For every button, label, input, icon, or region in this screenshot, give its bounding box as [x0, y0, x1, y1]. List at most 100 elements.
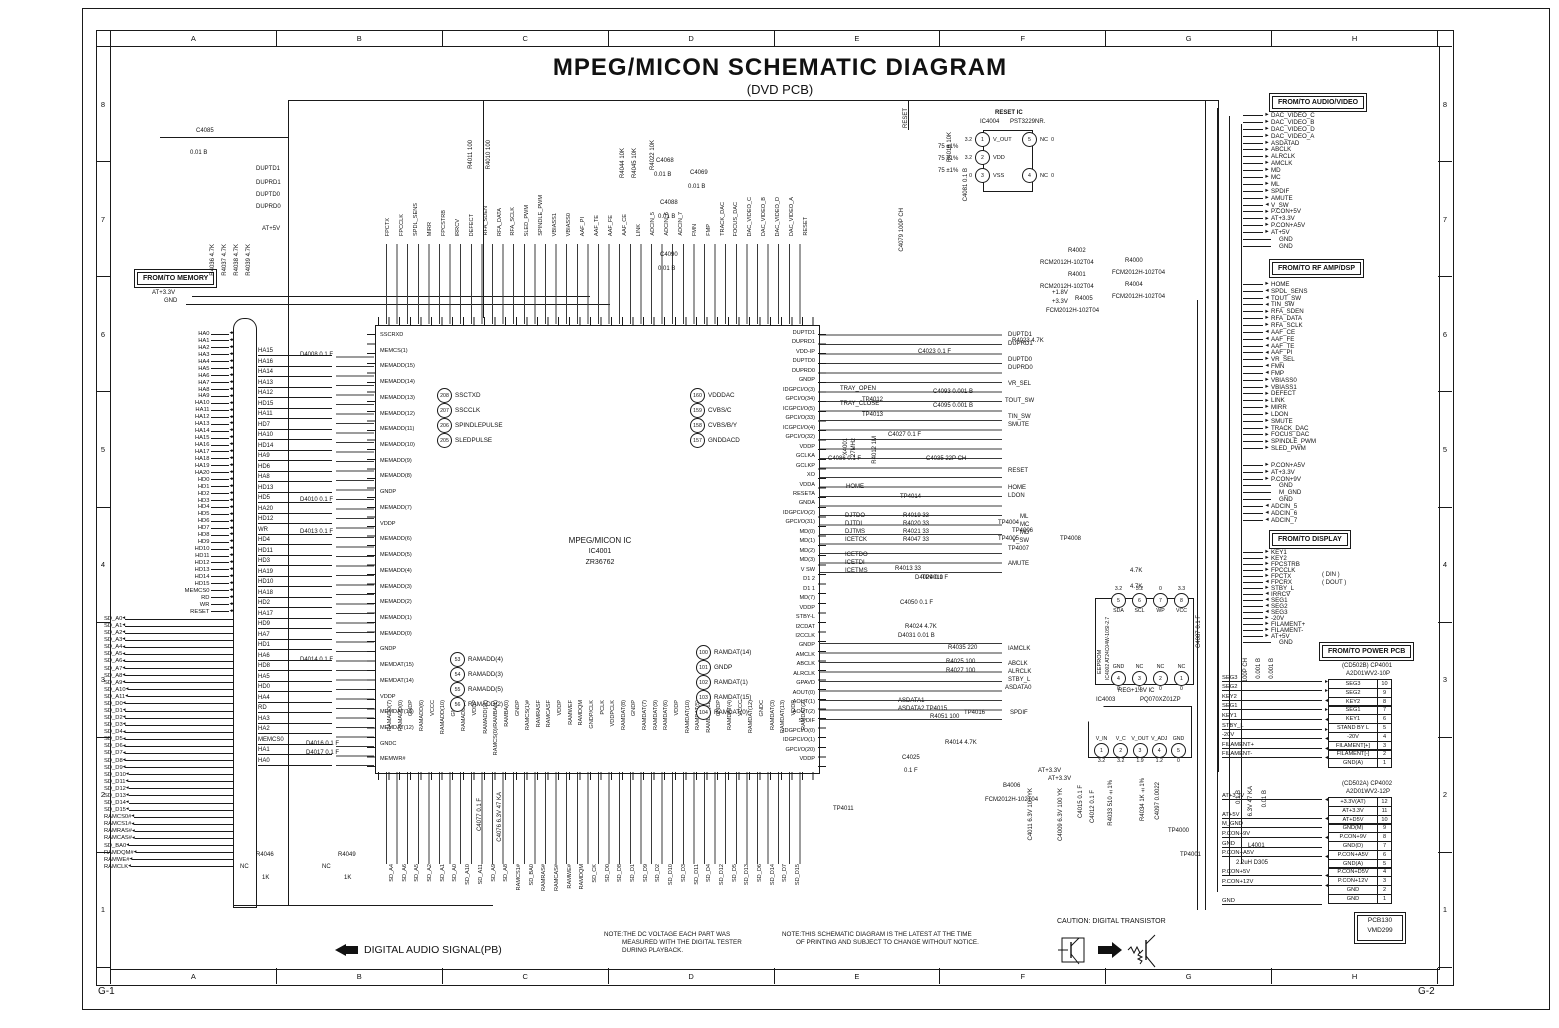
- signal-row: GND: [1243, 482, 1393, 489]
- part-label: RESET: [1008, 468, 1029, 474]
- wire: [233, 905, 493, 906]
- reset-ic-ref: IC4004: [980, 119, 1000, 125]
- part-label: TOUT_SW: [1005, 398, 1035, 404]
- pin-label: GNDP/CLK: [588, 700, 595, 729]
- signal-row: SD_D6◂: [104, 743, 233, 749]
- part-label: DUPRD0: [1008, 365, 1033, 371]
- net-label: SD_A4: [389, 864, 395, 882]
- signal-row: SMUTE: [1243, 418, 1393, 425]
- pin-label: MEMDAT(15): [380, 662, 414, 669]
- wire-label: KEY1: [1222, 710, 1328, 722]
- pin-number: 54: [450, 667, 465, 682]
- connector1-wires: SEG3SEG2KEY2SEG1KEY1STBY_L-20VFILAMENT+F…: [1222, 672, 1328, 761]
- signal-row: SPINDLE_PWM: [1243, 438, 1393, 445]
- part-label: D4031 0.01 B: [898, 633, 935, 639]
- signal-row: KEY2: [1243, 555, 1393, 562]
- pin-label: RAMADD(10): [440, 700, 447, 735]
- part-label: DJTDO: [845, 513, 865, 519]
- signal-row: HD5◂▸: [197, 510, 234, 518]
- net-label: HA14: [258, 369, 332, 377]
- net-label: SD_D14: [769, 864, 776, 886]
- signal-row: HOME: [1243, 281, 1393, 288]
- part-label: 0.01 B: [190, 150, 208, 156]
- part-label: RCM2012H-102T04: [1040, 260, 1094, 266]
- part-label: C4009 6.3V 100 YK: [1058, 788, 1064, 841]
- net-label: HA13: [258, 380, 332, 388]
- pcb-id-line2: VMD299: [1367, 927, 1393, 935]
- part-label: R4039 4.7K: [246, 244, 252, 276]
- part-label: DUPRD1: [1008, 341, 1033, 347]
- pin-label: RAMDAT(7): [642, 700, 648, 731]
- signal-row: AT+5V: [1243, 229, 1393, 236]
- part-label: 75 ±1%: [938, 168, 959, 174]
- pin-label: VDDP: [673, 700, 680, 716]
- signal-row: RD◂▸: [201, 593, 234, 601]
- pin-label: GPCI/O(34): [785, 396, 815, 403]
- signal-row: HA20◂▸: [194, 469, 234, 476]
- grid-letter: G: [1105, 30, 1271, 46]
- signal-row: HA5◂▸: [198, 364, 234, 372]
- signal-row: TOUT_SW: [1243, 295, 1393, 302]
- grid-number: 1: [96, 851, 110, 968]
- signal-row: SD_A4◂: [104, 644, 233, 650]
- pin-label: RAMRASF: [535, 700, 542, 728]
- audio-video-title: FROM/TO AUDIO/VIDEO: [1272, 96, 1365, 109]
- signal-row: GND: [1243, 236, 1393, 243]
- signal-row: ALRCLK: [1243, 153, 1393, 160]
- grid-number: 2: [1438, 736, 1452, 852]
- pin-label: RESET: [803, 217, 810, 236]
- pin-label: FPCTX: [385, 217, 391, 236]
- grid-letter: A: [110, 968, 276, 984]
- net-label: SD_D3: [680, 864, 687, 883]
- part-label: R4012 1M: [872, 436, 878, 464]
- signal-row: SD_D15◂: [104, 807, 233, 813]
- wire: [1241, 124, 1242, 864]
- part-label: R4014 4.7K: [945, 740, 977, 746]
- wire-label: AT+3.3V: [1222, 790, 1328, 802]
- pin-label: LINK: [635, 223, 642, 236]
- pin-label: ICGPCI/O(4): [782, 424, 815, 431]
- signal-row: STBY_L: [1243, 585, 1393, 592]
- grid-letter: C: [441, 30, 608, 46]
- signal-row: FPCTX: [1243, 573, 1393, 580]
- audio-video-signals: DAC_VIDEO_CDAC_VIDEO_BDAC_VIDEO_DDAC_VID…: [1243, 112, 1393, 250]
- pin-label: GNDC: [380, 740, 397, 747]
- connector2-ref: (CD502A) CP4002: [1342, 781, 1393, 787]
- pin-label: GNDP: [514, 700, 521, 717]
- part-label: C4068: [656, 158, 674, 164]
- pin-label: DAC_VIDEO_C: [747, 196, 754, 236]
- net-label: SD_BA0: [528, 864, 535, 886]
- signal-row: SEG1: [1243, 597, 1393, 604]
- rf-amp-title: FROM/TO RF AMP/DSP: [1272, 262, 1361, 275]
- part-label: AMUTE: [1008, 561, 1029, 567]
- signal-row: DAC_VIDEO_C: [1243, 112, 1393, 119]
- net-label: SD_D10: [668, 864, 675, 886]
- signal-row: SD_A10◂: [104, 687, 233, 693]
- part-label: D4029 0.1 F: [915, 575, 949, 581]
- net-label: HA10: [258, 432, 332, 440]
- part-label: R4045 10K: [632, 148, 638, 179]
- part-label: HOME: [846, 484, 864, 490]
- signal-row: IRRCV: [1243, 591, 1393, 598]
- memory-bus: [233, 318, 257, 908]
- wire-bundle: [386, 772, 810, 864]
- pin-label: MIRR: [426, 221, 433, 236]
- pin-label: GCLKA: [796, 453, 815, 460]
- pin-number: 53: [450, 652, 465, 667]
- net-label: HA0: [258, 758, 332, 766]
- part-label: HOME: [1008, 485, 1026, 491]
- pin-label: GPAVD: [796, 680, 815, 687]
- net-label: SD_D9: [642, 864, 649, 883]
- signal-row: HA16◂▸: [194, 441, 234, 448]
- part-label: R4020 33: [903, 521, 930, 527]
